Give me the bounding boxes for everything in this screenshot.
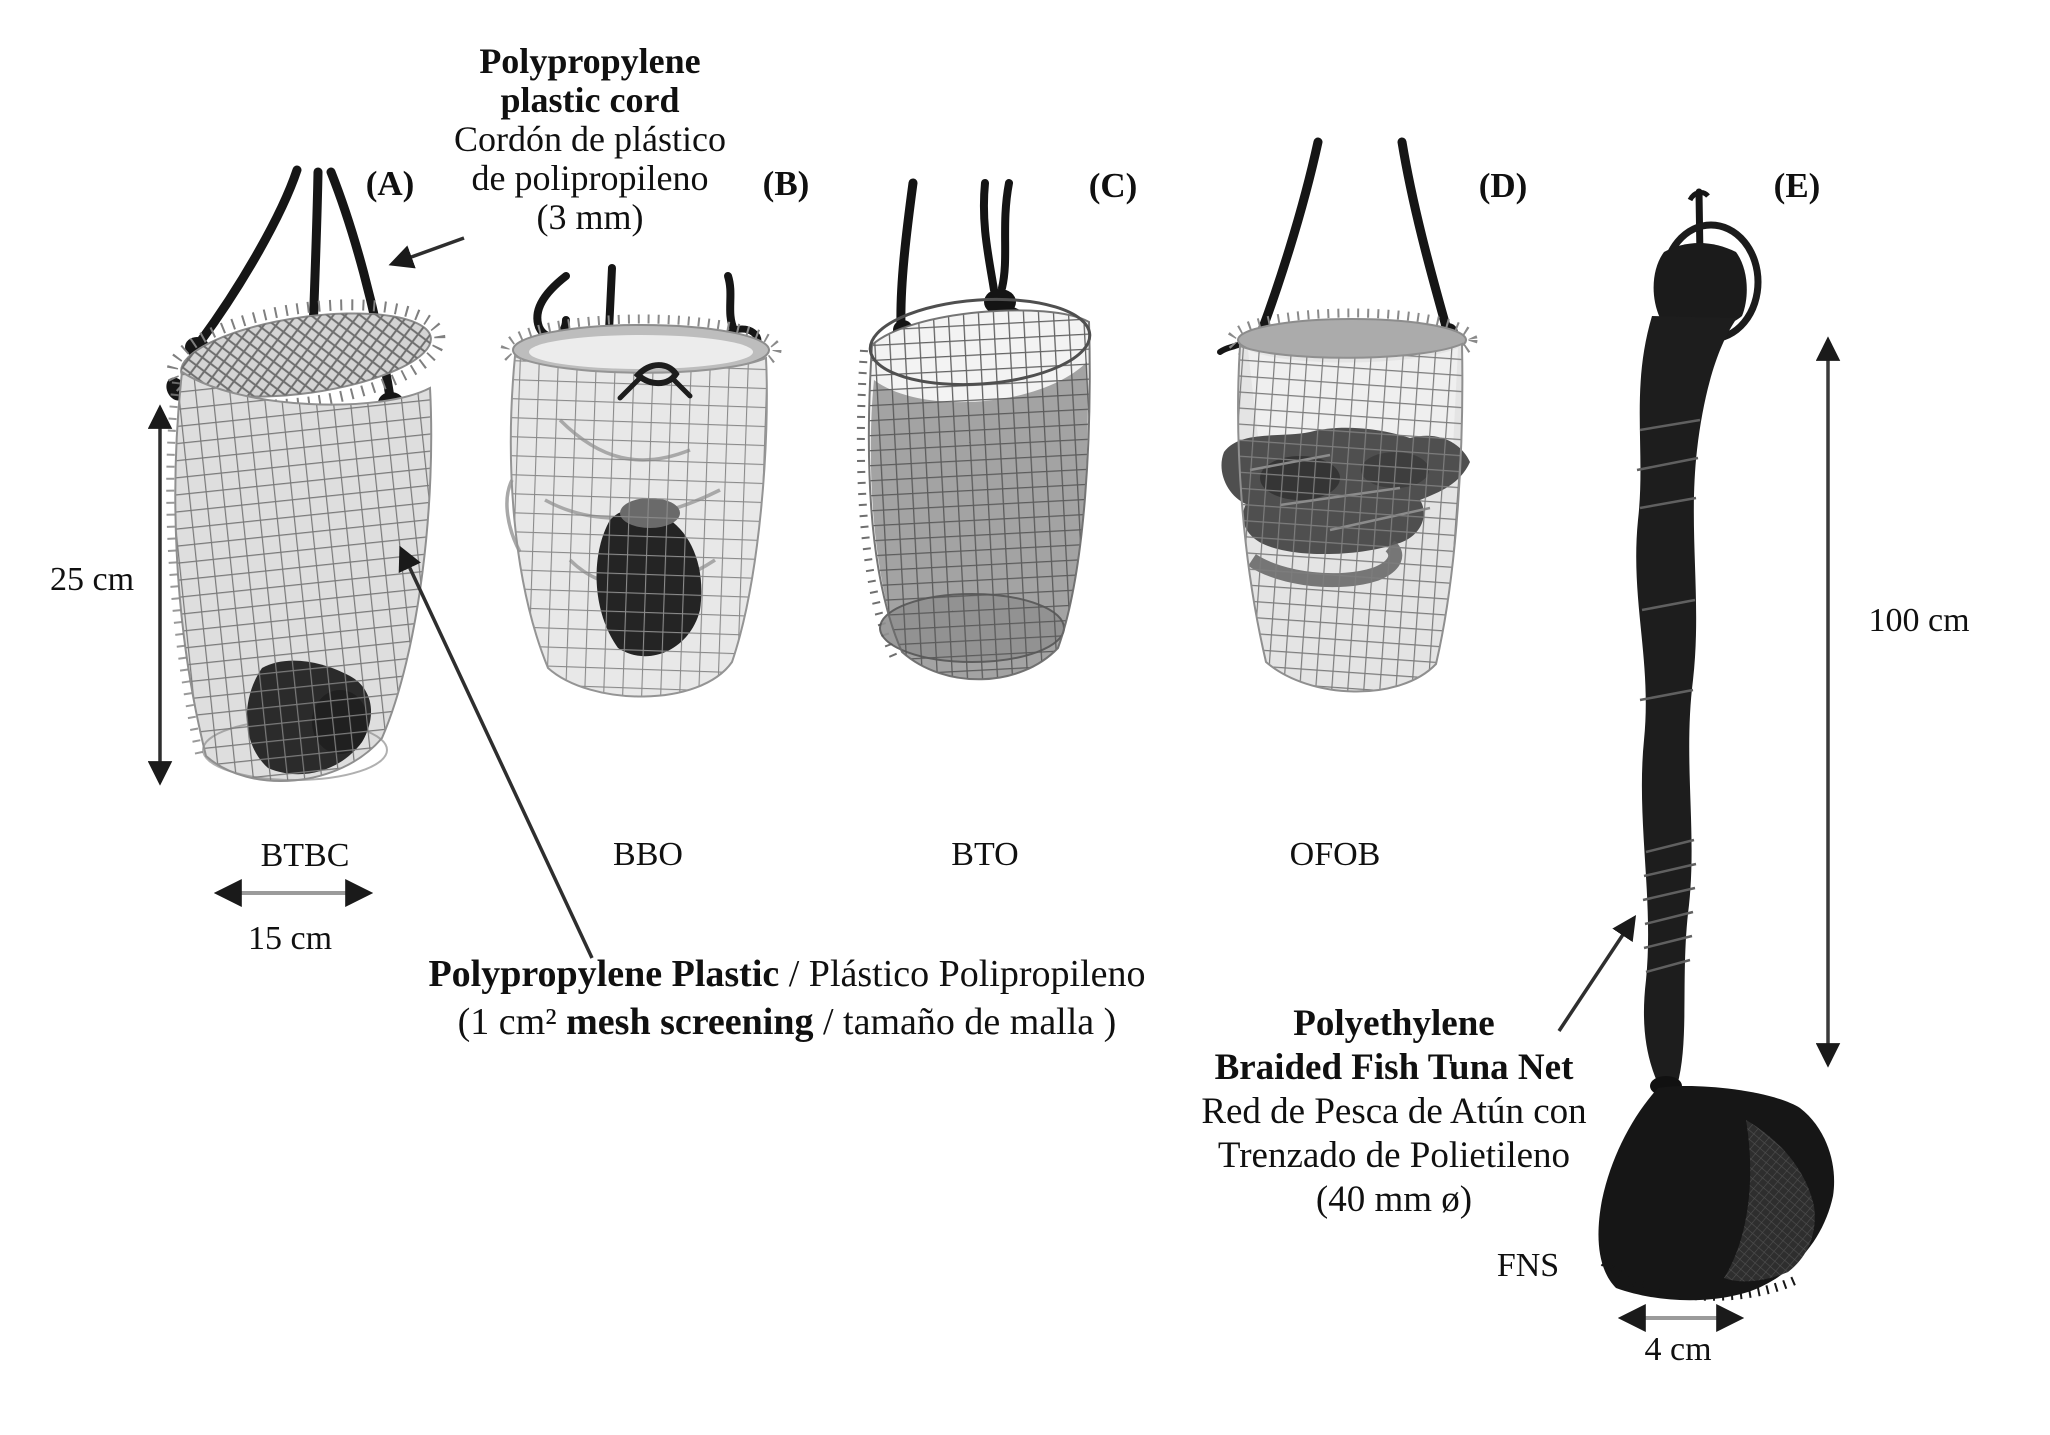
ofob-rim-fray	[1226, 308, 1478, 372]
ofob-body-mesh	[1237, 342, 1464, 693]
net-annotation-sub-3: (40 mm ø)	[1315, 1179, 1473, 1220]
device-code-ofob: OFOB	[1289, 836, 1381, 873]
mesh-annotation-line-1: Polypropylene Plastic / Plástico Polipro…	[428, 950, 1145, 998]
net-annotation: Polyethylene Braided Fish Tuna Net Red d…	[1201, 1002, 1586, 1222]
net-annotation-title-2: Braided Fish Tuna Net	[1214, 1047, 1574, 1088]
fns-fray-bottom	[1600, 1258, 1803, 1301]
bbo-body-mesh	[509, 354, 768, 698]
dimension-arrows	[147, 336, 1841, 1332]
bbo-rim-interior	[529, 335, 753, 369]
cord-annotation-sub-2: de polipropileno	[471, 158, 709, 198]
net-pointer-arrow	[1557, 914, 1637, 1032]
fns-head-bundle	[1653, 243, 1747, 329]
mesh-annotation-line-2: (1 cm² mesh screening / tamaño de malla …	[428, 998, 1145, 1046]
fns-twisted-column	[1636, 316, 1737, 1086]
cord-annotation: Polypropylene plastic cord Cordón de plá…	[454, 42, 726, 237]
panel-label-d: (D)	[1478, 166, 1528, 205]
cord-annotation-sub-3: (3 mm)	[536, 197, 644, 237]
btbc-body-mesh	[174, 370, 433, 782]
device-code-bbo: BBO	[613, 836, 683, 873]
cord-pointer-arrow	[388, 236, 465, 269]
mesh-annotation-line1-bold: Polypropylene Plastic	[428, 953, 780, 995]
bto-basket-photo	[856, 178, 1092, 681]
net-annotation-sub-2: Trenzado de Polietileno	[1217, 1135, 1571, 1176]
bbo-rim-fray	[500, 314, 782, 386]
dimension-15cm-label: 15 cm	[247, 920, 333, 957]
mesh-annotation-line1-rest: / Plástico Polipropileno	[779, 953, 1146, 995]
btbc-lid-mesh	[181, 313, 431, 397]
net-annotation-sub-1: Red de Pesca de Atún con	[1201, 1091, 1587, 1132]
bto-body-mesh	[867, 309, 1091, 681]
btbc-rim-fray	[166, 299, 446, 411]
mesh-annotation: Polypropylene Plastic / Plástico Polipro…	[428, 950, 1145, 1046]
mesh-annotation-line2-pre: (1 cm²	[457, 1001, 567, 1043]
mesh-annotation-line2-bold: mesh screening	[566, 1001, 814, 1043]
btbc-basket-photo	[166, 165, 446, 782]
net-annotation-title-1: Polyethylene	[1293, 1003, 1495, 1044]
bbo-top-tie	[617, 362, 693, 401]
panel-label-c: (C)	[1088, 166, 1138, 205]
bbo-basket-photo	[500, 264, 782, 698]
device-code-bto: BTO	[951, 836, 1019, 873]
dimension-4cm-label: 4 cm	[1644, 1331, 1712, 1368]
fns-skirt-mesh-pattern	[1724, 1120, 1815, 1282]
device-code-btbc: BTBC	[260, 837, 350, 874]
dimension-25cm-label: 25 cm	[49, 561, 135, 598]
panel-label-b: (B)	[762, 164, 810, 203]
bto-rim-wire	[868, 297, 1092, 387]
dimension-100cm-label: 100 cm	[1868, 602, 1970, 639]
fns-wrap-stripes	[1636, 418, 1701, 974]
fns-net-photo	[1598, 188, 1835, 1301]
mesh-pointer-arrow	[398, 545, 594, 959]
cord-annotation-sub-1: Cordón de plástico	[454, 119, 726, 159]
ofob-basket-photo	[1217, 137, 1478, 693]
annotation-arrows	[388, 236, 1637, 1032]
device-code-fns: FNS	[1496, 1247, 1560, 1284]
cord-annotation-title-1: Polypropylene	[479, 41, 701, 81]
fns-top-hook	[1687, 190, 1710, 202]
cord-annotation-title-2: plastic cord	[500, 80, 680, 120]
panel-label-a: (A)	[365, 164, 415, 203]
panel-label-e: (E)	[1773, 166, 1821, 205]
mesh-annotation-line2-rest: / tamaño de malla )	[813, 1001, 1117, 1043]
